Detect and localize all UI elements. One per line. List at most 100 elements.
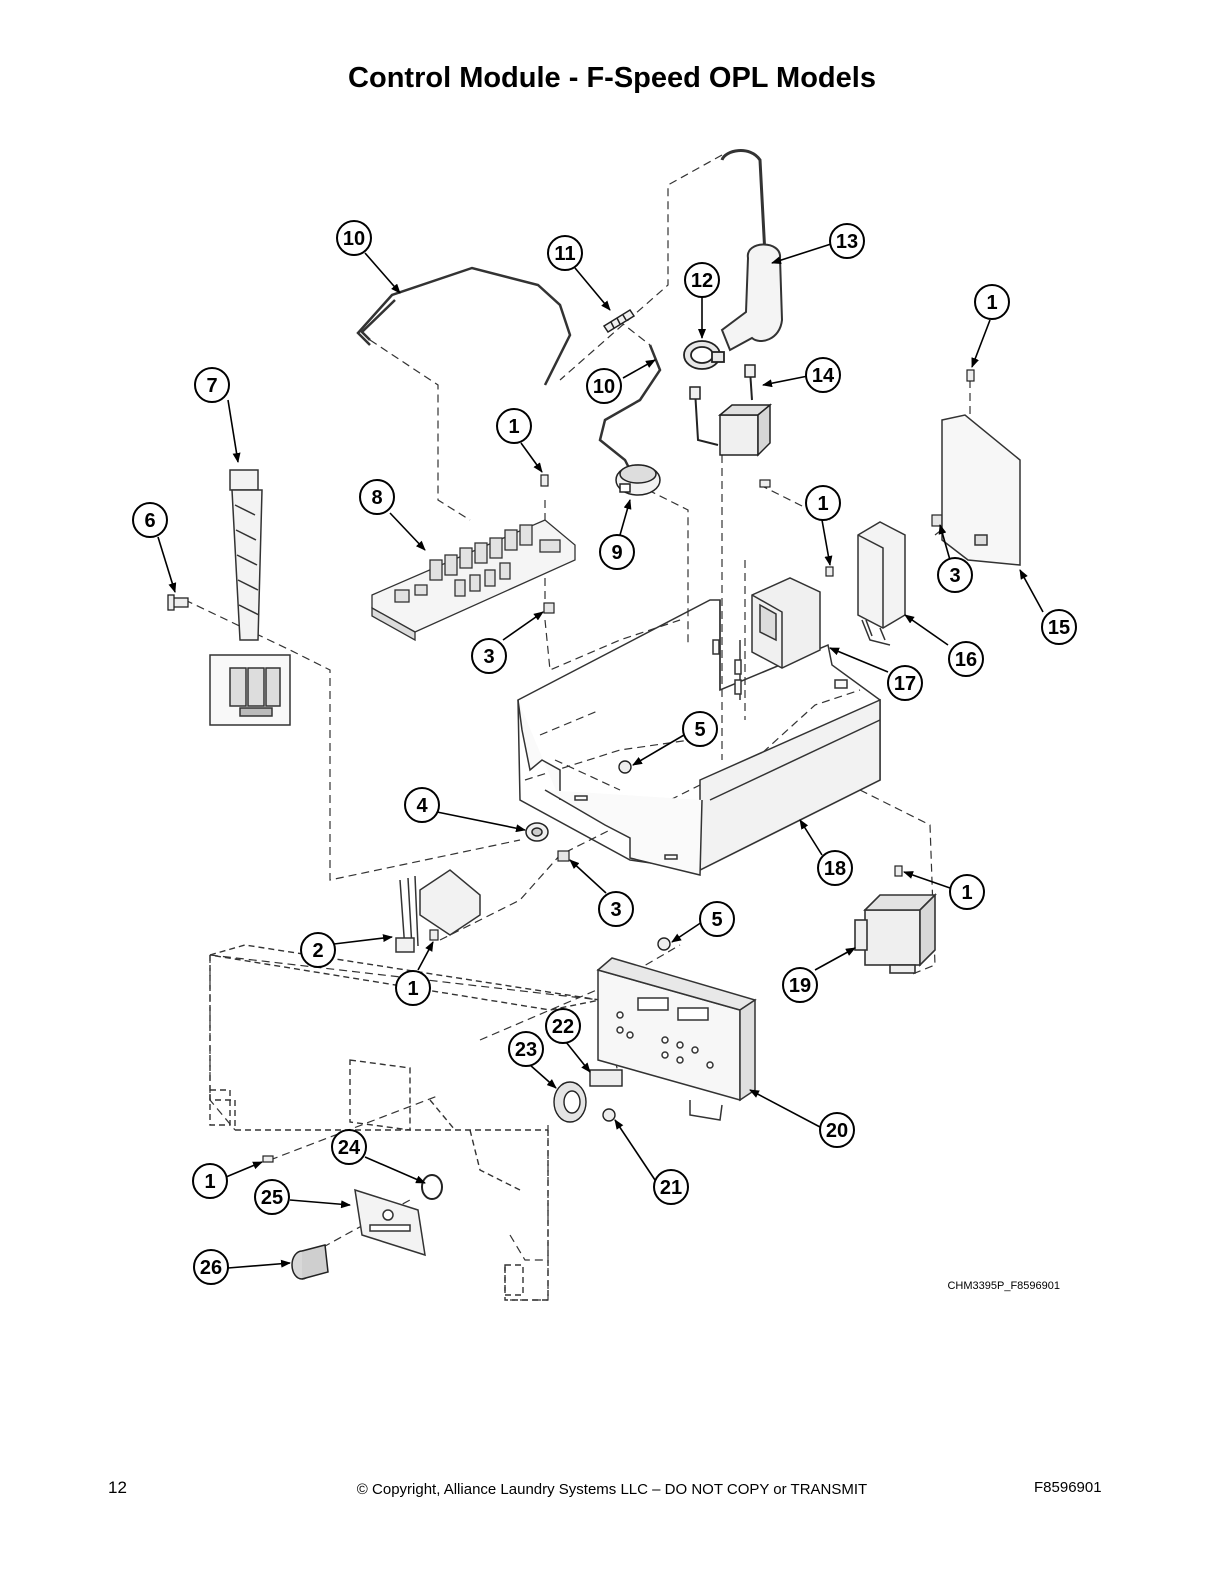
callout-circle [817, 850, 853, 886]
transformer-part-19 [854, 893, 937, 974]
callout-circle [937, 557, 973, 593]
callout-label: 1 [961, 882, 972, 904]
filter-part-16 [857, 521, 906, 646]
callout-c16: 16 [948, 641, 984, 677]
callout-label: 15 [1048, 617, 1070, 639]
callout-label: 1 [407, 978, 418, 1000]
callout-label: 3 [949, 565, 960, 587]
callout-c18: 18 [817, 850, 853, 886]
callout-circle [699, 901, 735, 937]
callout-c12: 12 [684, 262, 720, 298]
callout-label: 17 [894, 673, 916, 695]
callout-circle [974, 284, 1010, 320]
callout-label: 18 [824, 858, 846, 880]
callout-label: 3 [610, 899, 621, 921]
figure-code: CHM3395P_F8596901 [947, 1280, 1060, 1292]
callout-circle [496, 408, 532, 444]
callout-circle [782, 967, 818, 1003]
nut-parts-5 [618, 760, 671, 951]
callout-c1b: 1 [496, 408, 532, 444]
clip-parts-3 [543, 514, 943, 862]
hose-part-13 [720, 149, 784, 352]
callout-circle [359, 479, 395, 515]
screw-parts-1 [262, 369, 975, 1163]
callout-c6: 6 [132, 502, 168, 538]
ring-part-24 [421, 1174, 443, 1200]
callout-c1d: 1 [949, 874, 985, 910]
callout-circle [547, 235, 583, 271]
callout-c23: 23 [508, 1031, 544, 1067]
switch-part-22 [589, 1069, 623, 1087]
callout-label: 1 [817, 493, 828, 515]
harness-part-14 [689, 364, 773, 457]
callout-c10b: 10 [586, 368, 622, 404]
callout-label: 7 [206, 375, 217, 397]
control-board-part-8 [371, 519, 576, 642]
callout-label: 1 [986, 292, 997, 314]
callout-label: 3 [483, 646, 494, 668]
callout-label: 14 [812, 365, 835, 387]
callout-circle [948, 641, 984, 677]
document-number: F8596901 [1034, 1479, 1102, 1496]
transformer-part-2 [395, 869, 481, 953]
clamp-part-12 [683, 340, 725, 370]
copyright-notice: © Copyright, Alliance Laundry Systems LL… [356, 1481, 868, 1498]
callout-c19: 19 [782, 967, 818, 1003]
callout-c25: 25 [254, 1179, 290, 1215]
inverter-part-17 [751, 577, 821, 669]
callout-c3a: 3 [471, 638, 507, 674]
callout-label: 9 [611, 542, 622, 564]
grommet-part-4 [525, 822, 549, 842]
page-title: Control Module - F-Speed OPL Models [348, 62, 876, 94]
callout-c10a: 10 [336, 220, 372, 256]
callout-c13: 13 [829, 223, 865, 259]
callout-c24: 24 [331, 1129, 367, 1165]
callout-circle [254, 1179, 290, 1215]
callout-c11: 11 [547, 235, 583, 271]
callout-label: 1 [204, 1171, 215, 1193]
callout-label: 25 [261, 1187, 283, 1209]
callout-c1e: 1 [395, 970, 431, 1006]
callout-c3b: 3 [937, 557, 973, 593]
callout-c7: 7 [194, 367, 230, 403]
callout-circle [404, 787, 440, 823]
callout-label: 10 [343, 228, 365, 250]
callout-label: 20 [826, 1120, 848, 1142]
callout-circle [300, 932, 336, 968]
callout-label: 21 [660, 1177, 682, 1199]
callout-circle [471, 638, 507, 674]
chassis-part-18 [517, 599, 881, 876]
callout-label: 8 [371, 487, 382, 509]
connector-part-11 [602, 308, 636, 334]
page-number: 12 [108, 1478, 127, 1497]
callout-c14: 14 [805, 357, 841, 393]
callout-circle [887, 665, 923, 701]
callout-label: 24 [338, 1137, 361, 1159]
callout-label: 2 [312, 940, 323, 962]
callout-c1f: 1 [192, 1163, 228, 1199]
callout-circle [192, 1163, 228, 1199]
callout-circle [395, 970, 431, 1006]
callout-circle [682, 711, 718, 747]
panel-part-15 [941, 414, 1021, 566]
callout-circle [653, 1169, 689, 1205]
callout-c5b: 5 [699, 901, 735, 937]
callout-label: 19 [789, 975, 811, 997]
knob-part-23 [553, 1081, 587, 1123]
callout-label: 1 [508, 416, 519, 438]
callout-c2: 2 [300, 932, 336, 968]
callout-c17: 17 [887, 665, 923, 701]
callout-circle [805, 357, 841, 393]
assembly-guide-lines [184, 154, 1006, 1301]
fastener-part-21 [602, 1108, 616, 1122]
callout-c5a: 5 [682, 711, 718, 747]
callout-circle [805, 485, 841, 521]
callout-circle [598, 891, 634, 927]
callout-c26: 26 [193, 1249, 229, 1285]
callout-circle [684, 262, 720, 298]
button-part-26 [291, 1244, 329, 1280]
screw-part-6 [167, 594, 189, 611]
callout-circle [193, 1249, 229, 1285]
